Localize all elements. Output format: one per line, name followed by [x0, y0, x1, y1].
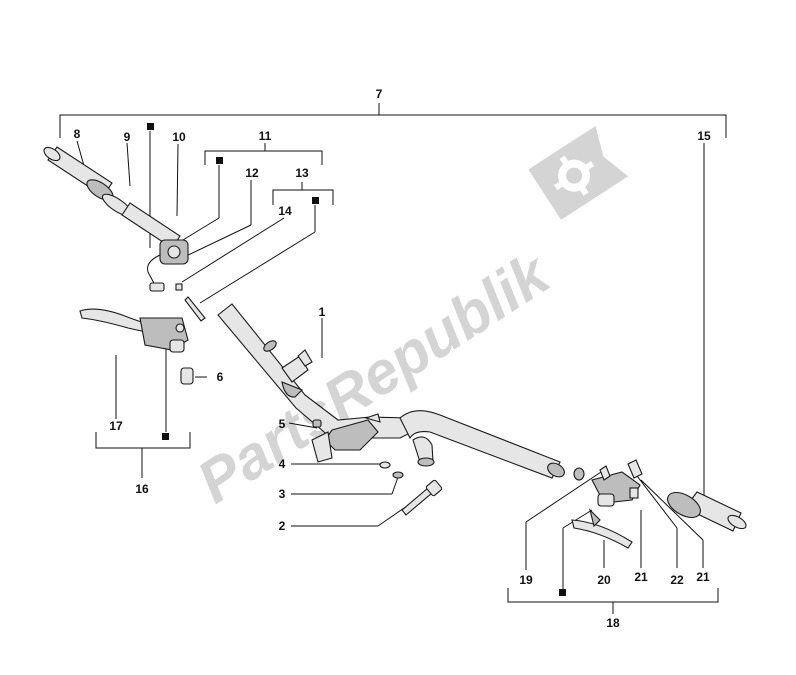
right-grip — [667, 491, 747, 532]
callout-label: 13 — [295, 166, 309, 180]
callout-label: 2 — [279, 519, 286, 533]
callout-label: 22 — [670, 573, 684, 587]
callout-label: 5 — [279, 417, 286, 431]
handlebar-parts — [43, 146, 747, 549]
callout-label: 19 — [519, 573, 533, 587]
watermark-text: PartsRepublik — [186, 239, 563, 516]
handlebar-main — [217, 303, 565, 479]
callout-label: 8 — [74, 127, 81, 141]
callout-label: 4 — [279, 457, 286, 471]
end-cap — [180, 367, 194, 385]
end-spacer — [573, 467, 585, 481]
callout-label: 11 — [259, 129, 272, 143]
bracket-lines — [59, 103, 727, 614]
callout-label: 16 — [135, 482, 149, 496]
marker-square — [216, 157, 223, 164]
marker-square — [147, 123, 154, 130]
callout-label: 10 — [172, 130, 186, 144]
watermark: PartsRepublik — [186, 125, 629, 516]
right-brake-assembly — [571, 459, 643, 549]
gear-flag-icon — [528, 125, 629, 220]
callout-label: 3 — [279, 487, 286, 501]
callout-label: 12 — [245, 166, 259, 180]
spacer — [392, 471, 404, 479]
nut — [312, 419, 322, 428]
callout-label: 6 — [217, 370, 224, 384]
marker-squares — [147, 123, 566, 596]
bolt-main — [401, 487, 433, 516]
washer — [379, 461, 391, 469]
left-brake-lever — [79, 308, 189, 353]
callout-label: 17 — [109, 419, 123, 433]
callout-label: 14 — [278, 204, 292, 218]
leader-lines — [76, 131, 705, 590]
marker-square — [312, 197, 319, 204]
callout-label: 9 — [124, 130, 131, 144]
callout-label: 1 — [319, 305, 326, 319]
bolt — [184, 296, 206, 322]
screw — [175, 283, 183, 291]
callout-labels: 7 8 9 10 11 12 13 14 15 1 6 17 16 5 4 3 … — [74, 87, 711, 630]
callout-label: 7 — [376, 87, 383, 101]
throttle-tube — [121, 202, 181, 249]
marker-square — [559, 589, 566, 596]
callout-label: 21 — [696, 570, 710, 584]
throttle-housing — [147, 239, 189, 292]
callout-label: 15 — [697, 129, 711, 143]
marker-square — [162, 433, 169, 440]
callout-label: 21 — [634, 570, 648, 584]
callout-label: 20 — [597, 573, 611, 587]
callout-label: 18 — [606, 616, 620, 630]
